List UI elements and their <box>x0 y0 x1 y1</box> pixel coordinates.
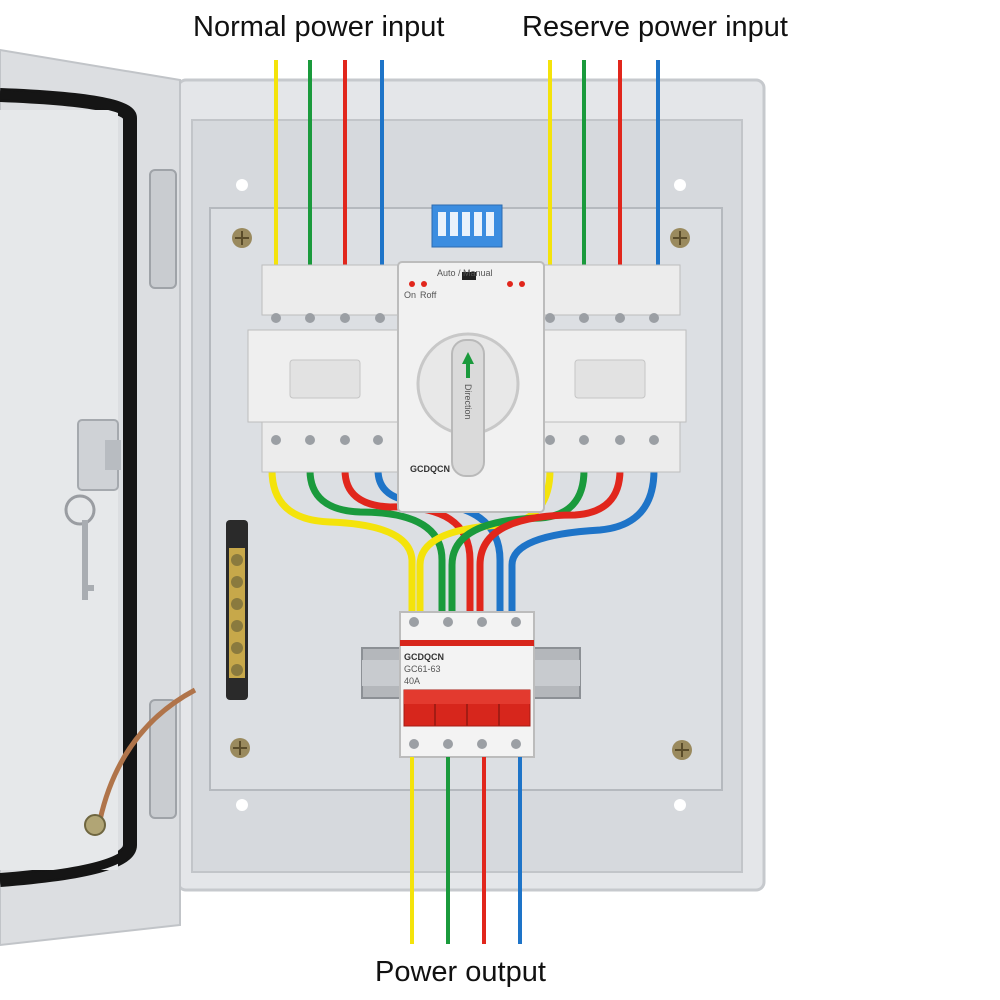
power-output-label: Power output <box>375 956 546 988</box>
knob-direction-label: Direction <box>463 384 473 420</box>
plate-screw <box>230 738 250 758</box>
power-output-wires <box>410 757 522 944</box>
indicator-led <box>421 281 427 287</box>
ground-bus-bar <box>226 520 248 700</box>
indicator-led <box>519 281 525 287</box>
enclosure-door <box>0 48 181 947</box>
ats-switch: Auto / Manual On Roff Direction GCDQCN <box>247 204 687 513</box>
ground-strap <box>97 687 197 821</box>
indicator-led <box>409 281 415 287</box>
reserve-power-input-label: Reserve power input <box>522 11 788 43</box>
breaker-toggle[interactable] <box>404 690 530 704</box>
door-hinge <box>149 169 177 289</box>
rotary-knob-handle[interactable] <box>451 339 485 477</box>
breaker-rating-label: 40A <box>404 676 420 686</box>
plate-screw <box>670 228 690 248</box>
breaker-brand-label: GCDQCN <box>404 652 444 662</box>
normal-power-input-label: Normal power input <box>193 11 445 43</box>
mounting-hole <box>674 179 686 191</box>
mode-slider[interactable] <box>462 272 476 280</box>
direction-arrow-icon <box>462 352 474 378</box>
mode-label: Auto / Manual <box>437 268 493 278</box>
ground-terminal <box>84 814 106 836</box>
ats-brand-label: GCDQCN <box>410 464 450 474</box>
plate-screw <box>672 740 692 760</box>
mounting-hole <box>236 799 248 811</box>
plate-screw <box>232 228 252 248</box>
breaker-model-label: GC61-63 <box>404 664 441 674</box>
on-label: On <box>404 290 416 300</box>
door-latch <box>77 419 121 491</box>
mounting-hole <box>236 179 248 191</box>
circuit-breaker: GCDQCN GC61-63 40A <box>399 611 535 758</box>
mounting-hole <box>674 799 686 811</box>
indicator-led <box>507 281 513 287</box>
off-label: Roff <box>420 290 437 300</box>
door-hinge <box>149 699 177 819</box>
key-icon <box>64 494 96 600</box>
